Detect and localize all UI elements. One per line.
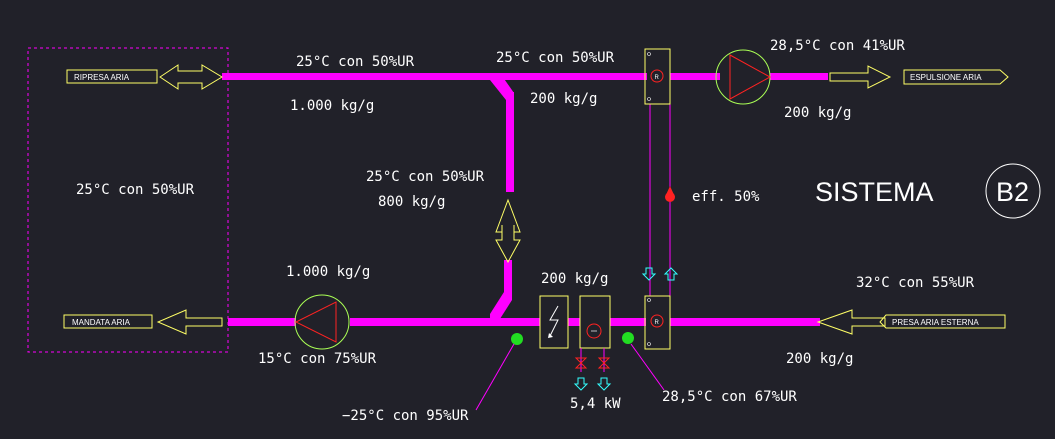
heat-recovery-supply: R <box>644 295 671 350</box>
coil-valves <box>573 348 612 391</box>
outdoor-flow: 200 kg/g <box>786 351 853 367</box>
svg-text:PRESA ARIA ESTERNA: PRESA ARIA ESTERNA <box>892 318 979 327</box>
tag-espulsione: ESPULSIONE ARIA <box>903 69 1009 85</box>
coil-point-state: −25°C con 95%UR <box>342 408 469 424</box>
top-left-flow: 1.000 kg/g <box>290 98 374 114</box>
svg-text:ESPULSIONE ARIA: ESPULSIONE ARIA <box>910 73 982 82</box>
top-mid-state: 25°C con 50%UR <box>496 50 615 66</box>
tag-ripresa: RIPRESA ARIA <box>66 69 158 84</box>
supply-duct <box>228 318 820 326</box>
top-right-state: 28,5°C con 41%UR <box>770 38 905 54</box>
tag-mandata: MANDATA ARIA <box>63 314 153 329</box>
heat-recovery-exhaust: R <box>644 48 671 105</box>
room-boundary <box>27 47 229 353</box>
recovery-outlet-point <box>622 332 634 344</box>
recirc-flow: 800 kg/g <box>378 194 445 210</box>
supply-fan-icon <box>294 294 350 350</box>
top-mid-flow: 200 kg/g <box>530 91 597 107</box>
electric-heater-icon <box>539 295 569 349</box>
svg-text:R: R <box>655 320 660 326</box>
bottom-mid-flow: 200 kg/g <box>541 271 608 287</box>
coil-point-leader <box>475 343 515 411</box>
top-right-flow: 200 kg/g <box>784 105 851 121</box>
recirc-state: 25°C con 50%UR <box>366 169 485 185</box>
system-code-circle <box>985 163 1041 219</box>
outdoor-state: 32°C con 55%UR <box>856 275 975 291</box>
recirc-damper <box>495 198 521 264</box>
bottom-left-state: 15°C con 75%UR <box>258 351 377 367</box>
big-arrows <box>156 64 892 335</box>
svg-text:RIPRESA ARIA: RIPRESA ARIA <box>74 73 130 82</box>
recovery-efficiency: eff. 50% <box>692 189 760 205</box>
system-code: B2 <box>996 177 1029 207</box>
tag-presa: PRESA ARIA ESTERNA <box>879 314 1006 329</box>
recovery-pump-icon <box>665 186 675 202</box>
recovered-state: 28,5°C con 67%UR <box>662 389 797 405</box>
loop-flow-arrows <box>641 267 679 281</box>
bottom-left-flow: 1.000 kg/g <box>286 264 370 280</box>
system-title: SISTEMA <box>815 177 934 207</box>
cooling-coil-icon <box>579 295 611 349</box>
svg-text:R: R <box>655 75 660 81</box>
coil-power: 5,4 kW <box>570 396 621 412</box>
recovery-point-leader <box>630 343 665 391</box>
coil-outlet-point <box>511 333 523 345</box>
room-state: 25°C con 50%UR <box>76 182 195 198</box>
return-duct <box>222 73 828 100</box>
top-left-state: 25°C con 50%UR <box>296 54 415 70</box>
recirc-duct <box>490 92 514 322</box>
exhaust-fan-icon <box>715 49 772 105</box>
svg-text:MANDATA ARIA: MANDATA ARIA <box>72 318 131 327</box>
